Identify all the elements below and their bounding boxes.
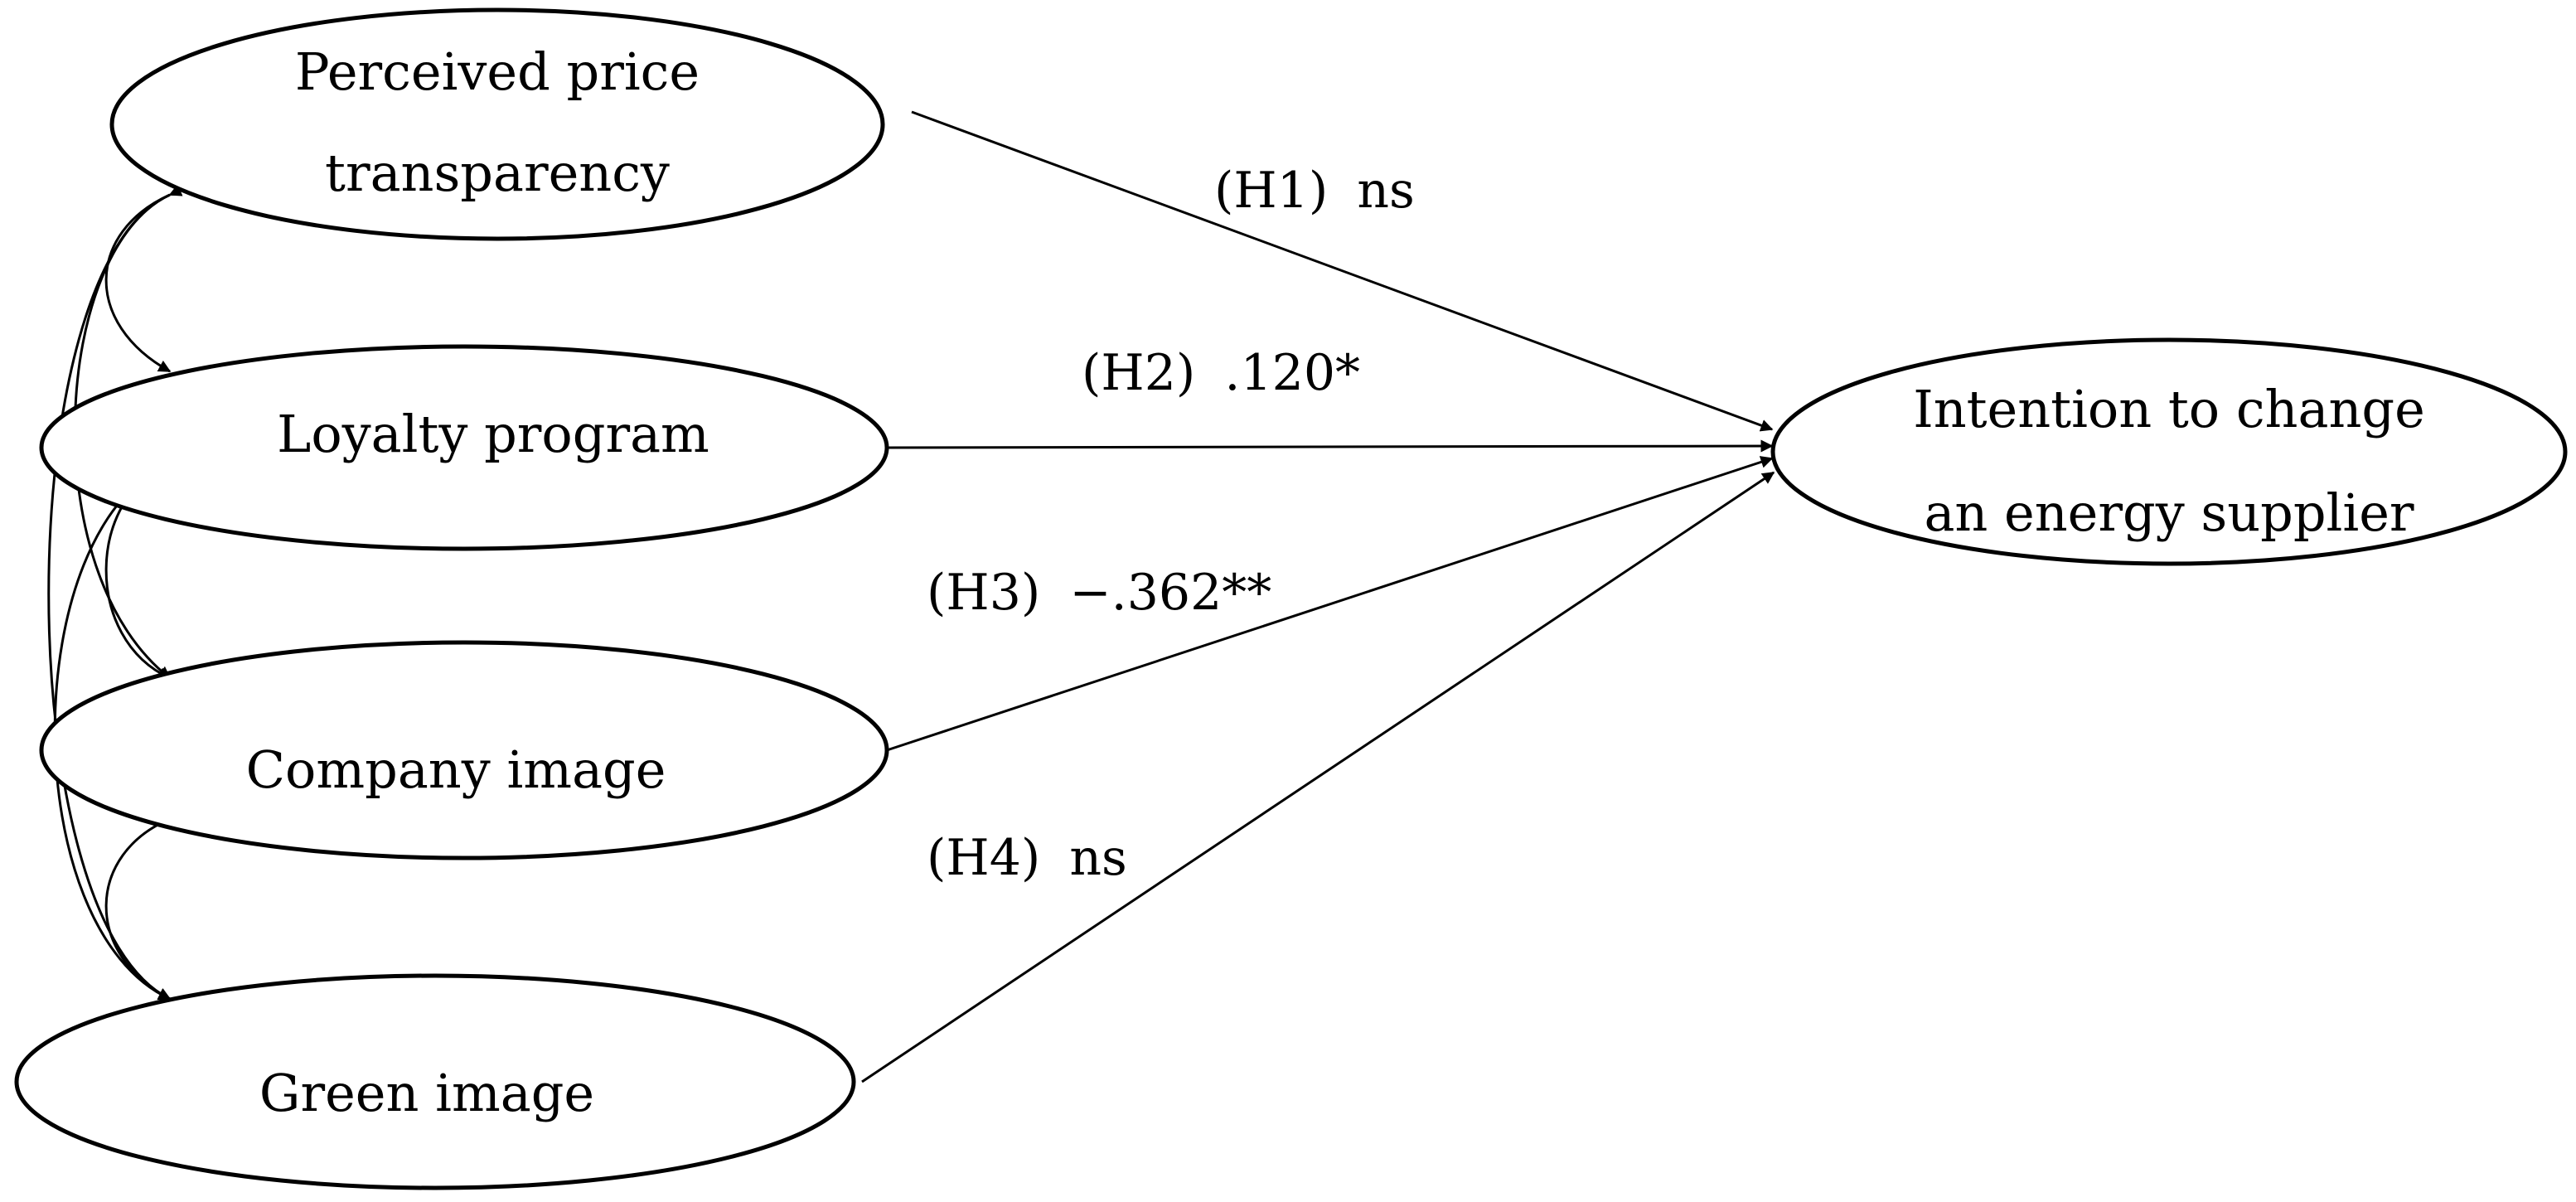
- path-h4-arrow: [861, 471, 1775, 1083]
- node-loyalty-program: Loyalty program: [39, 344, 889, 551]
- structural-paths: [861, 110, 1775, 1083]
- node-shape: [14, 973, 856, 1190]
- node-label: Green image: [259, 1063, 594, 1123]
- node-label: Company image: [246, 739, 666, 800]
- path-h3-hypothesis: (H3): [927, 564, 1040, 622]
- path-h2-label: (H2) .120*: [1082, 344, 1360, 402]
- node-perceived-price-transparency: Perceived price transparency: [109, 7, 885, 241]
- path-h1-value: ns: [1357, 162, 1414, 220]
- node-company-image: Company image: [39, 640, 889, 860]
- correlation-ppt-loyalty: [104, 184, 183, 373]
- path-h3-arrow: [886, 456, 1774, 752]
- path-h3-label: (H3) −.362**: [927, 564, 1271, 622]
- node-label-line2: an energy supplier: [1924, 482, 2414, 543]
- node-label: Loyalty program: [277, 404, 709, 464]
- node-shape: [109, 7, 885, 241]
- path-h3-value: −.362**: [1069, 564, 1271, 622]
- node-green-image: Green image: [14, 973, 856, 1190]
- path-h4-value: ns: [1069, 829, 1126, 887]
- path-h1-hypothesis: (H1): [1214, 162, 1328, 220]
- correlation-company-green: [104, 808, 183, 1001]
- path-h2-value: .120*: [1224, 344, 1360, 402]
- node-label-line1: Perceived price: [295, 41, 700, 102]
- node-shape: [39, 344, 889, 551]
- node-label-line2: transparency: [325, 143, 670, 203]
- node-label-line1: Intention to change: [1913, 379, 2425, 439]
- correlation-arrows: [47, 184, 183, 1001]
- path-h1-arrow: [911, 110, 1774, 432]
- path-h2-hypothesis: (H2): [1082, 344, 1195, 402]
- path-h2-arrow: [886, 439, 1774, 453]
- path-h4-hypothesis: (H4): [927, 829, 1040, 887]
- node-shape: [1770, 337, 2568, 566]
- node-intention-to-change: Intention to change an energy supplier: [1770, 337, 2568, 566]
- path-labels: (H1) ns (H2) .120* (H3) −.362** (H4) ns: [927, 162, 1415, 887]
- path-h4-label: (H4) ns: [927, 829, 1127, 887]
- path-h1-label: (H1) ns: [1214, 162, 1415, 220]
- node-shape: [39, 640, 889, 860]
